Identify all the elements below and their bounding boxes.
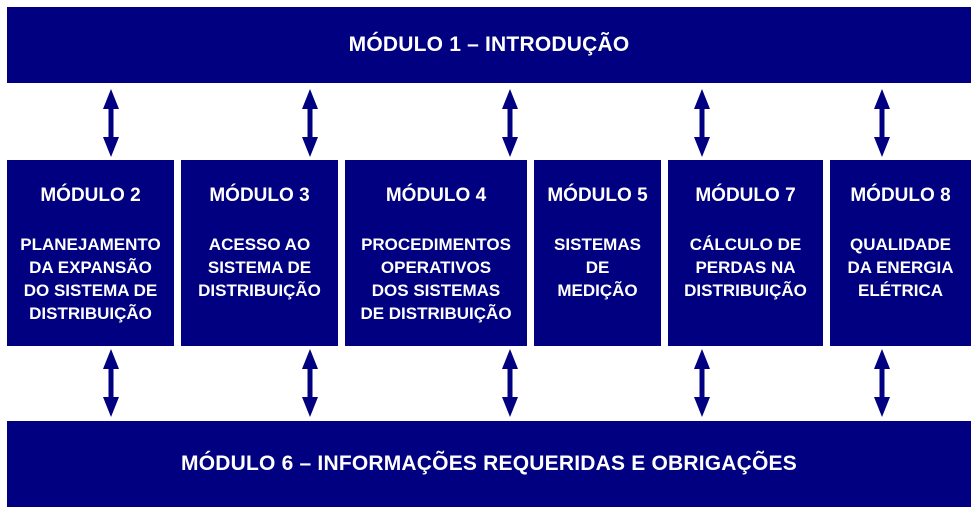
module-2-box: MÓDULO 2 PLANEJAMENTO DA EXPANSÃO DO SIS… (7, 160, 174, 346)
module-5-box: MÓDULO 5 SISTEMAS DE MEDIÇÃO (534, 160, 661, 346)
arrow-m8-m6 (874, 349, 890, 417)
module-8-box: MÓDULO 8 QUALIDADE DA ENERGIA ELÉTRICA (830, 160, 971, 346)
module-2-text: PLANEJAMENTO DA EXPANSÃO DO SISTEMA DE D… (20, 235, 161, 323)
arrow-m7-m6 (694, 349, 710, 417)
arrow-m1-m3 (302, 89, 318, 157)
module-4-text: PROCEDIMENTOS OPERATIVOS DOS SISTEMAS DE… (360, 235, 512, 323)
module-3-text: ACESSO AO SISTEMA DE DISTRIBUIÇÃO (198, 235, 321, 300)
arrow-m4-m6 (502, 349, 518, 417)
module-7-box: MÓDULO 7 CÁLCULO DE PERDAS NA DISTRIBUIÇ… (668, 160, 823, 346)
module-8-text: QUALIDADE DA ENERGIA ELÉTRICA (847, 235, 954, 300)
module-3-title: MÓDULO 3 (209, 185, 310, 206)
arrow-m2-m6 (103, 349, 119, 417)
arrow-m3-m6 (302, 349, 318, 417)
module-7-text: CÁLCULO DE PERDAS NA DISTRIBUIÇÃO (684, 235, 807, 300)
arrow-m1-m8 (874, 89, 890, 157)
module-1-bar: MÓDULO 1 – INTRODUÇÃO (7, 7, 971, 83)
module-6-bar: MÓDULO 6 – INFORMAÇÕES REQUERIDAS E OBRI… (7, 421, 971, 507)
module-2-title: MÓDULO 2 (40, 185, 141, 206)
arrow-m1-m4 (502, 89, 518, 157)
module-7-title: MÓDULO 7 (695, 185, 796, 206)
module-6-label: MÓDULO 6 – INFORMAÇÕES REQUERIDAS E OBRI… (181, 452, 797, 475)
module-8-title: MÓDULO 8 (850, 185, 951, 206)
module-4-title: MÓDULO 4 (385, 185, 487, 206)
arrow-m1-m7 (694, 89, 710, 157)
module-3-box: MÓDULO 3 ACESSO AO SISTEMA DE DISTRIBUIÇ… (181, 160, 338, 346)
arrow-m1-m2 (103, 89, 119, 157)
module-1-label: MÓDULO 1 – INTRODUÇÃO (348, 33, 630, 56)
module-4-box: MÓDULO 4 PROCEDIMENTOS OPERATIVOS DOS SI… (345, 160, 527, 346)
module-5-title: MÓDULO 5 (547, 185, 648, 206)
module-5-text: SISTEMAS DE MEDIÇÃO (554, 235, 641, 300)
